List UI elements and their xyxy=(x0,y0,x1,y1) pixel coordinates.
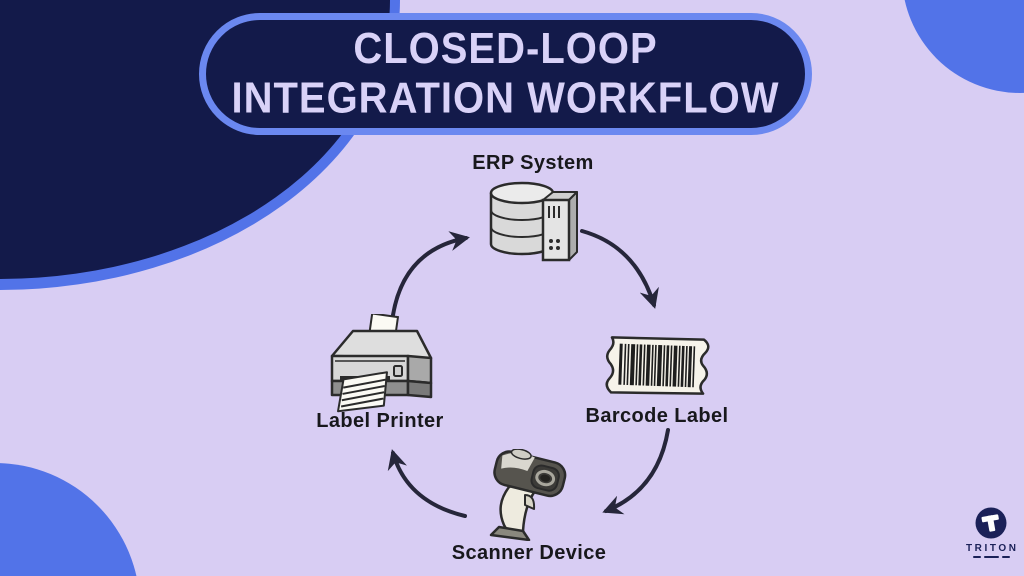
erp-system-label: ERP System xyxy=(472,152,594,174)
barcode-label-icon xyxy=(605,336,710,395)
scanner-gun-icon xyxy=(489,449,567,541)
title-line-2: INTEGRATION WORKFLOW xyxy=(231,74,780,123)
erp-database-server-icon xyxy=(489,181,578,262)
arrow-printer-to-erp xyxy=(391,231,470,317)
triton-logo-brand: TRITON xyxy=(965,543,1019,554)
arrow-scanner-to-printer xyxy=(387,449,467,518)
node-erp-system: ERP System xyxy=(458,152,608,266)
triton-logo-tagline xyxy=(972,556,1010,558)
barcode-label-label: Barcode Label xyxy=(585,405,729,427)
node-barcode-label: Barcode Label xyxy=(577,331,737,428)
title-banner: CLOSED-LOOP INTEGRATION WORKFLOW xyxy=(199,13,812,135)
label-printer-icon xyxy=(330,314,433,413)
barcode-bars xyxy=(618,343,696,388)
scanner-device-label: Scanner Device xyxy=(451,542,607,564)
label-printer-label: Label Printer xyxy=(316,410,444,432)
node-scanner-device: Scanner Device xyxy=(449,449,609,565)
title-line-1: CLOSED-LOOP xyxy=(353,24,658,73)
node-label-printer: Label Printer xyxy=(300,314,460,433)
triton-logo: TRITON xyxy=(951,507,1024,558)
arrow-barcode-to-scanner xyxy=(602,428,670,515)
triton-logo-icon xyxy=(975,507,1007,539)
arrow-erp-to-barcode xyxy=(580,229,659,309)
title-text-block: CLOSED-LOOP INTEGRATION WORKFLOW xyxy=(231,25,779,124)
